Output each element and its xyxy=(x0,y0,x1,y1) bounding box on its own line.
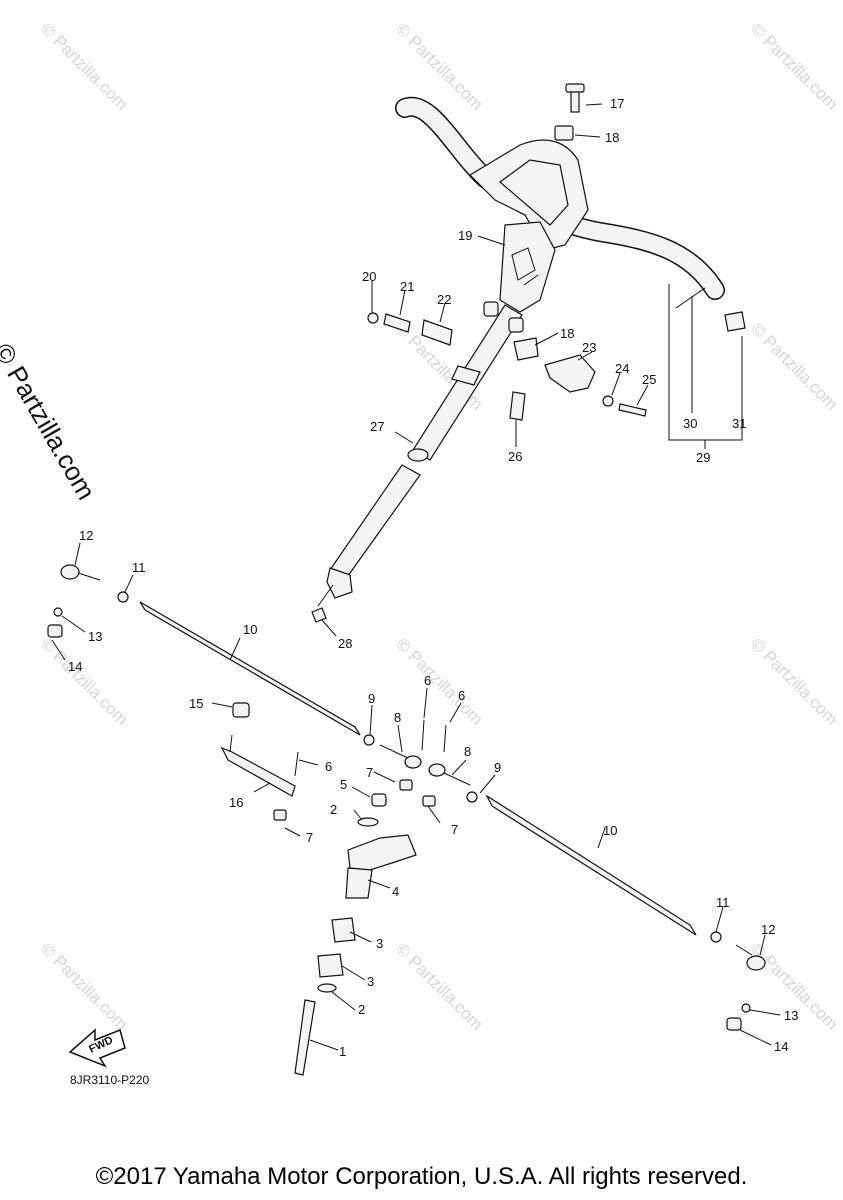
callout: 27 xyxy=(370,419,384,434)
callout: 8 xyxy=(394,710,401,725)
callout: 7 xyxy=(366,765,373,780)
callout: 6 xyxy=(325,759,332,774)
callout: 10 xyxy=(603,823,617,838)
bracket xyxy=(544,354,596,393)
callout: 11 xyxy=(132,560,146,575)
callout: 3 xyxy=(367,974,374,989)
callout: 1 xyxy=(339,1044,346,1059)
callout: 23 xyxy=(582,340,596,355)
watermark: © Partzilla.com xyxy=(747,634,841,728)
callout: 18 xyxy=(560,326,574,341)
callout: 30 xyxy=(683,416,697,431)
nut xyxy=(232,702,250,718)
callout: 6 xyxy=(458,688,465,703)
watermark: © Partzilla.com xyxy=(392,939,486,1033)
callout: 8 xyxy=(464,744,471,759)
clamp xyxy=(421,319,453,346)
diagram-code: 8JR3110-P220 xyxy=(70,1073,150,1087)
leader-lines xyxy=(51,103,781,1051)
watermark: © Partzilla.com xyxy=(37,19,131,113)
callout: 31 xyxy=(732,416,746,431)
callout: 5 xyxy=(340,777,347,792)
nut xyxy=(367,312,379,324)
callout: 29 xyxy=(696,450,710,465)
nut xyxy=(311,607,327,623)
watermark: © Partzilla.com xyxy=(747,19,841,113)
grip-end xyxy=(724,311,746,332)
callout: 24 xyxy=(615,361,629,376)
callout: 3 xyxy=(376,936,383,951)
callout: 14 xyxy=(774,1039,788,1054)
callout: 2 xyxy=(330,802,337,817)
steering-column xyxy=(326,301,539,599)
callout: 10 xyxy=(243,622,257,637)
callout: 11 xyxy=(716,895,730,910)
callout: 17 xyxy=(610,96,624,111)
callout: 7 xyxy=(451,822,458,837)
callout: 25 xyxy=(642,372,656,387)
copyright-notice: ©2017 Yamaha Motor Corporation, U.S.A. A… xyxy=(95,1163,748,1190)
callout: 14 xyxy=(68,659,82,674)
callout: 9 xyxy=(494,760,501,775)
bolt xyxy=(618,403,647,417)
callout: 18 xyxy=(605,130,619,145)
watermarks: © Partzilla.com © Partzilla.com © Partzi… xyxy=(37,19,841,1033)
callout: 12 xyxy=(79,528,93,543)
callout: 19 xyxy=(458,228,472,243)
callout: 21 xyxy=(400,279,414,294)
watermark: © Partzilla.com xyxy=(37,939,131,1033)
callout: 20 xyxy=(362,269,376,284)
steering-arm xyxy=(220,746,296,797)
callout: 15 xyxy=(189,696,203,711)
callout: 9 xyxy=(368,691,375,706)
callout: 2 xyxy=(358,1002,365,1017)
callout: 4 xyxy=(392,884,399,899)
watermark: © Partzilla.com xyxy=(747,319,841,413)
callout: 22 xyxy=(437,292,451,307)
link-rod xyxy=(383,313,411,333)
callout: 28 xyxy=(338,636,352,651)
steering-post xyxy=(294,793,417,1076)
callout: 26 xyxy=(508,449,522,464)
tie-rods xyxy=(47,564,766,1031)
callout: 12 xyxy=(761,922,775,937)
callout: 13 xyxy=(784,1008,798,1023)
callout: 16 xyxy=(229,795,243,810)
watermark: © Partzilla.com xyxy=(37,634,131,728)
riser-block xyxy=(499,221,556,313)
callout-numbers: 17 18 19 20 21 22 18 23 24 25 27 26 30 3… xyxy=(68,96,798,1059)
handlebar xyxy=(395,83,725,300)
callout: 7 xyxy=(306,830,313,845)
callout: 13 xyxy=(88,629,102,644)
nut xyxy=(602,395,614,407)
callout: 6 xyxy=(424,673,431,688)
watermark: © Partzilla.com xyxy=(392,634,486,728)
fwd-arrow-icon: FWD xyxy=(68,1028,126,1068)
bolt xyxy=(509,391,526,421)
pin xyxy=(675,287,706,309)
